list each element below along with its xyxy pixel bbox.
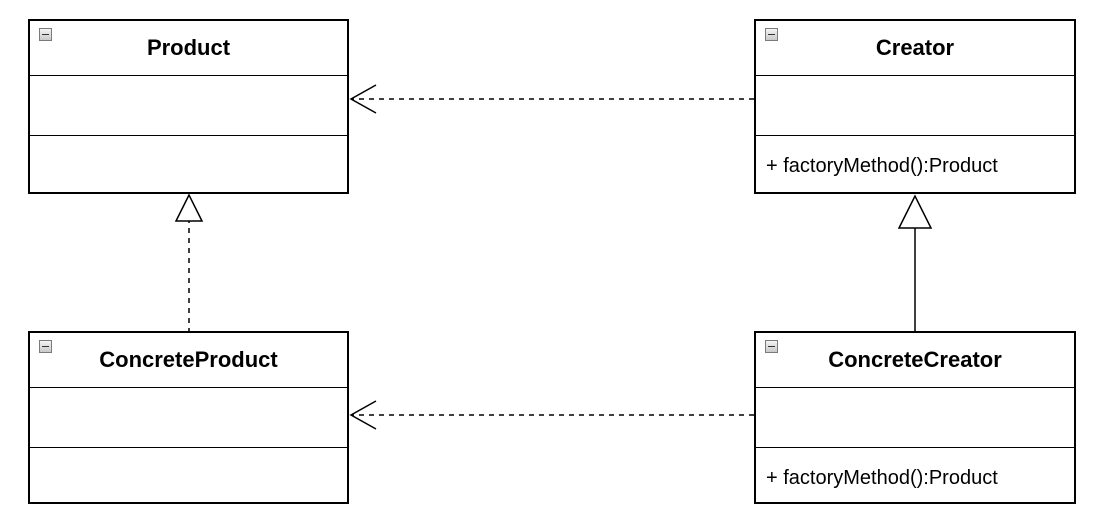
attributes-section: [30, 388, 347, 448]
collapse-icon[interactable]: [765, 28, 778, 41]
class-concrete-product[interactable]: ConcreteProduct: [28, 331, 349, 504]
collapse-icon[interactable]: [39, 340, 52, 353]
methods-section: + factoryMethod():Product: [756, 448, 1074, 508]
dependency-concretecreator-to-concreteproduct: [349, 400, 754, 430]
methods-section: [30, 448, 347, 508]
class-header: Creator: [756, 21, 1074, 76]
class-creator[interactable]: Creator + factoryMethod():Product: [754, 19, 1076, 194]
attributes-section: [756, 76, 1074, 136]
class-product[interactable]: Product: [28, 19, 349, 194]
realization-concreteproduct-to-product: [174, 193, 204, 333]
collapse-icon[interactable]: [39, 28, 52, 41]
dependency-creator-to-product: [349, 84, 754, 114]
method-factory-method: + factoryMethod():Product: [766, 154, 998, 177]
class-header: ConcreteProduct: [30, 333, 347, 388]
class-header: Product: [30, 21, 347, 76]
methods-section: + factoryMethod():Product: [756, 136, 1074, 196]
class-name: ConcreteProduct: [99, 347, 278, 372]
class-concrete-creator[interactable]: ConcreteCreator + factoryMethod():Produc…: [754, 331, 1076, 504]
collapse-icon[interactable]: [765, 340, 778, 353]
methods-section: [30, 136, 347, 196]
attributes-section: [756, 388, 1074, 448]
method-factory-method: + factoryMethod():Product: [766, 466, 998, 489]
class-name: Product: [146, 35, 231, 60]
class-header: ConcreteCreator: [756, 333, 1074, 388]
class-name: ConcreteCreator: [828, 347, 1002, 372]
attributes-section: [30, 76, 347, 136]
class-name: Creator: [875, 35, 955, 60]
generalization-concretecreator-to-creator: [897, 194, 933, 333]
